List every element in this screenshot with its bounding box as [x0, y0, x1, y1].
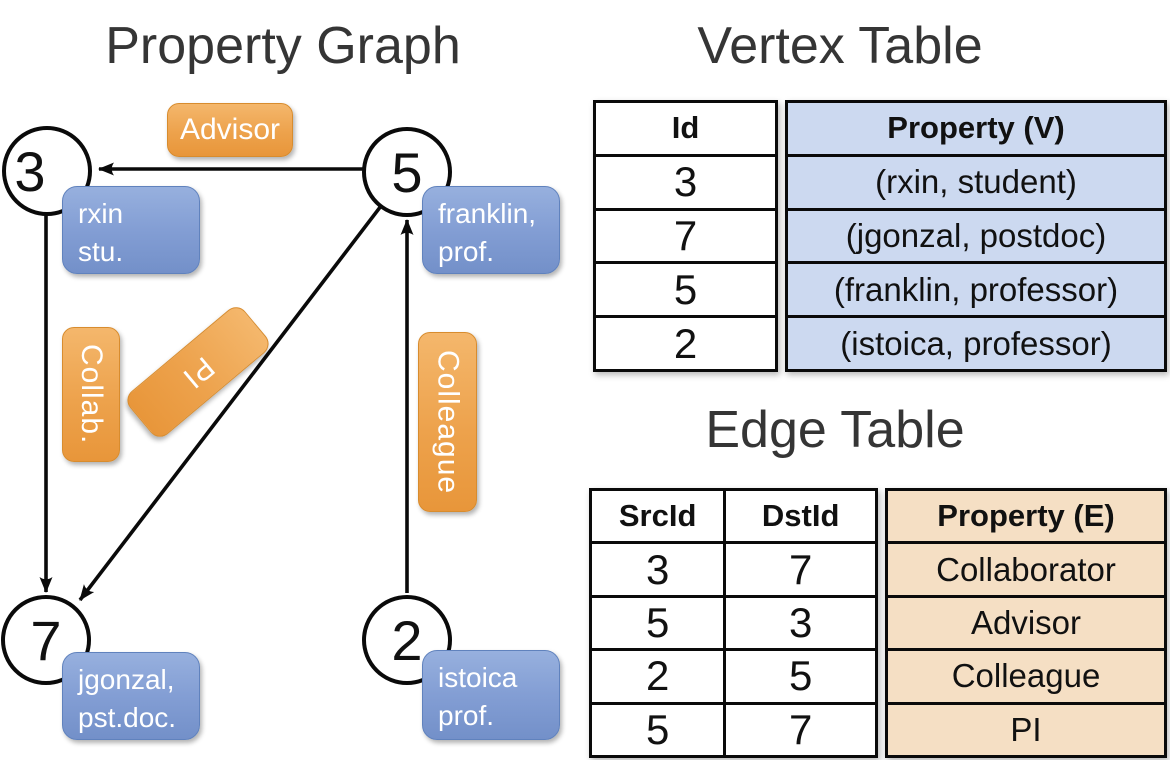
edge-table-srcid-column: SrcId 3 5 2 5: [592, 491, 724, 755]
edge-arrow-5-to-7: [78, 204, 383, 602]
graph-edges-layer: [39, 162, 414, 602]
vertex-table-header-id: Id: [596, 103, 775, 157]
edge-table-property-column: Property (E) Collaborator Advisor Collea…: [885, 488, 1167, 758]
edge-table-cell: Advisor: [888, 597, 1164, 652]
edge-label-advisor: Advisor: [167, 103, 293, 157]
edge-table-cell: 7: [726, 544, 875, 598]
edge-table-cell: 5: [726, 651, 875, 705]
vertex-table-property-column: Property (V) (rxin, student) (jgonzal, p…: [785, 100, 1167, 372]
edge-table-dstid-column: DstId 7 3 5 7: [723, 491, 875, 755]
vertex-property-box-istoica: istoica prof.: [422, 650, 560, 740]
node-3-id: 3: [14, 139, 46, 203]
edge-table-header-dstid: DstId: [726, 491, 875, 545]
vertex-table-cell: (istoica, professor): [788, 318, 1164, 369]
node-7-id: 7: [30, 608, 62, 672]
edge-table-cell: Collaborator: [888, 544, 1164, 598]
edge-table-cell: 5: [592, 598, 724, 652]
vertex-property-box-jgonzal: jgonzal, pst.doc.: [62, 652, 200, 740]
vertex-table-cell: 7: [596, 211, 775, 265]
vertex-table-cell: (jgonzal, postdoc): [788, 210, 1164, 265]
edge-label-collab: Collab.: [62, 327, 120, 462]
vertex-table-cell: 2: [673, 319, 698, 367]
vertex-table-title: Vertex Table: [697, 17, 983, 75]
vertex-table-cell: 5: [596, 264, 775, 319]
graph-node-5: 5: [362, 127, 452, 217]
vertex-property-box-rxin: rxin stu.: [62, 186, 200, 274]
edge-table-cell: 3: [726, 598, 875, 652]
edge-table-cell: 3: [592, 544, 724, 598]
vertex-table-cell: (franklin, professor): [788, 264, 1164, 319]
node-5-id: 5: [391, 140, 423, 204]
vertex-table-header-property: Property (V): [788, 103, 1164, 157]
vertex-property-box-franklin: franklin, prof.: [422, 186, 560, 274]
edge-table-src-dst-columns: SrcId 3 5 2 5 DstId 7 3 5 7: [589, 488, 878, 758]
vertex-table-id-column: Id 3 7 5 2: [593, 100, 778, 372]
node-2-id: 2: [391, 608, 423, 672]
edge-table-cell: 7: [788, 705, 813, 753]
edge-table-header-property: Property (E): [888, 491, 1164, 545]
edge-table-cell: 2: [592, 651, 724, 705]
edge-table-cell: PI: [888, 704, 1164, 756]
vertex-table-cell: 3: [596, 157, 775, 211]
edge-table-header-srcid: SrcId: [592, 491, 724, 545]
edge-table-cell: Colleague: [888, 651, 1164, 705]
vertex-table-cell: (rxin, student): [788, 156, 1164, 211]
edge-table-cell: 5: [645, 705, 670, 753]
graph-node-2: 2: [362, 595, 452, 685]
edge-label-colleague: Colleague: [418, 332, 477, 512]
edge-table-title: Edge Table: [705, 401, 965, 459]
property-graph-title: Property Graph: [105, 17, 461, 75]
